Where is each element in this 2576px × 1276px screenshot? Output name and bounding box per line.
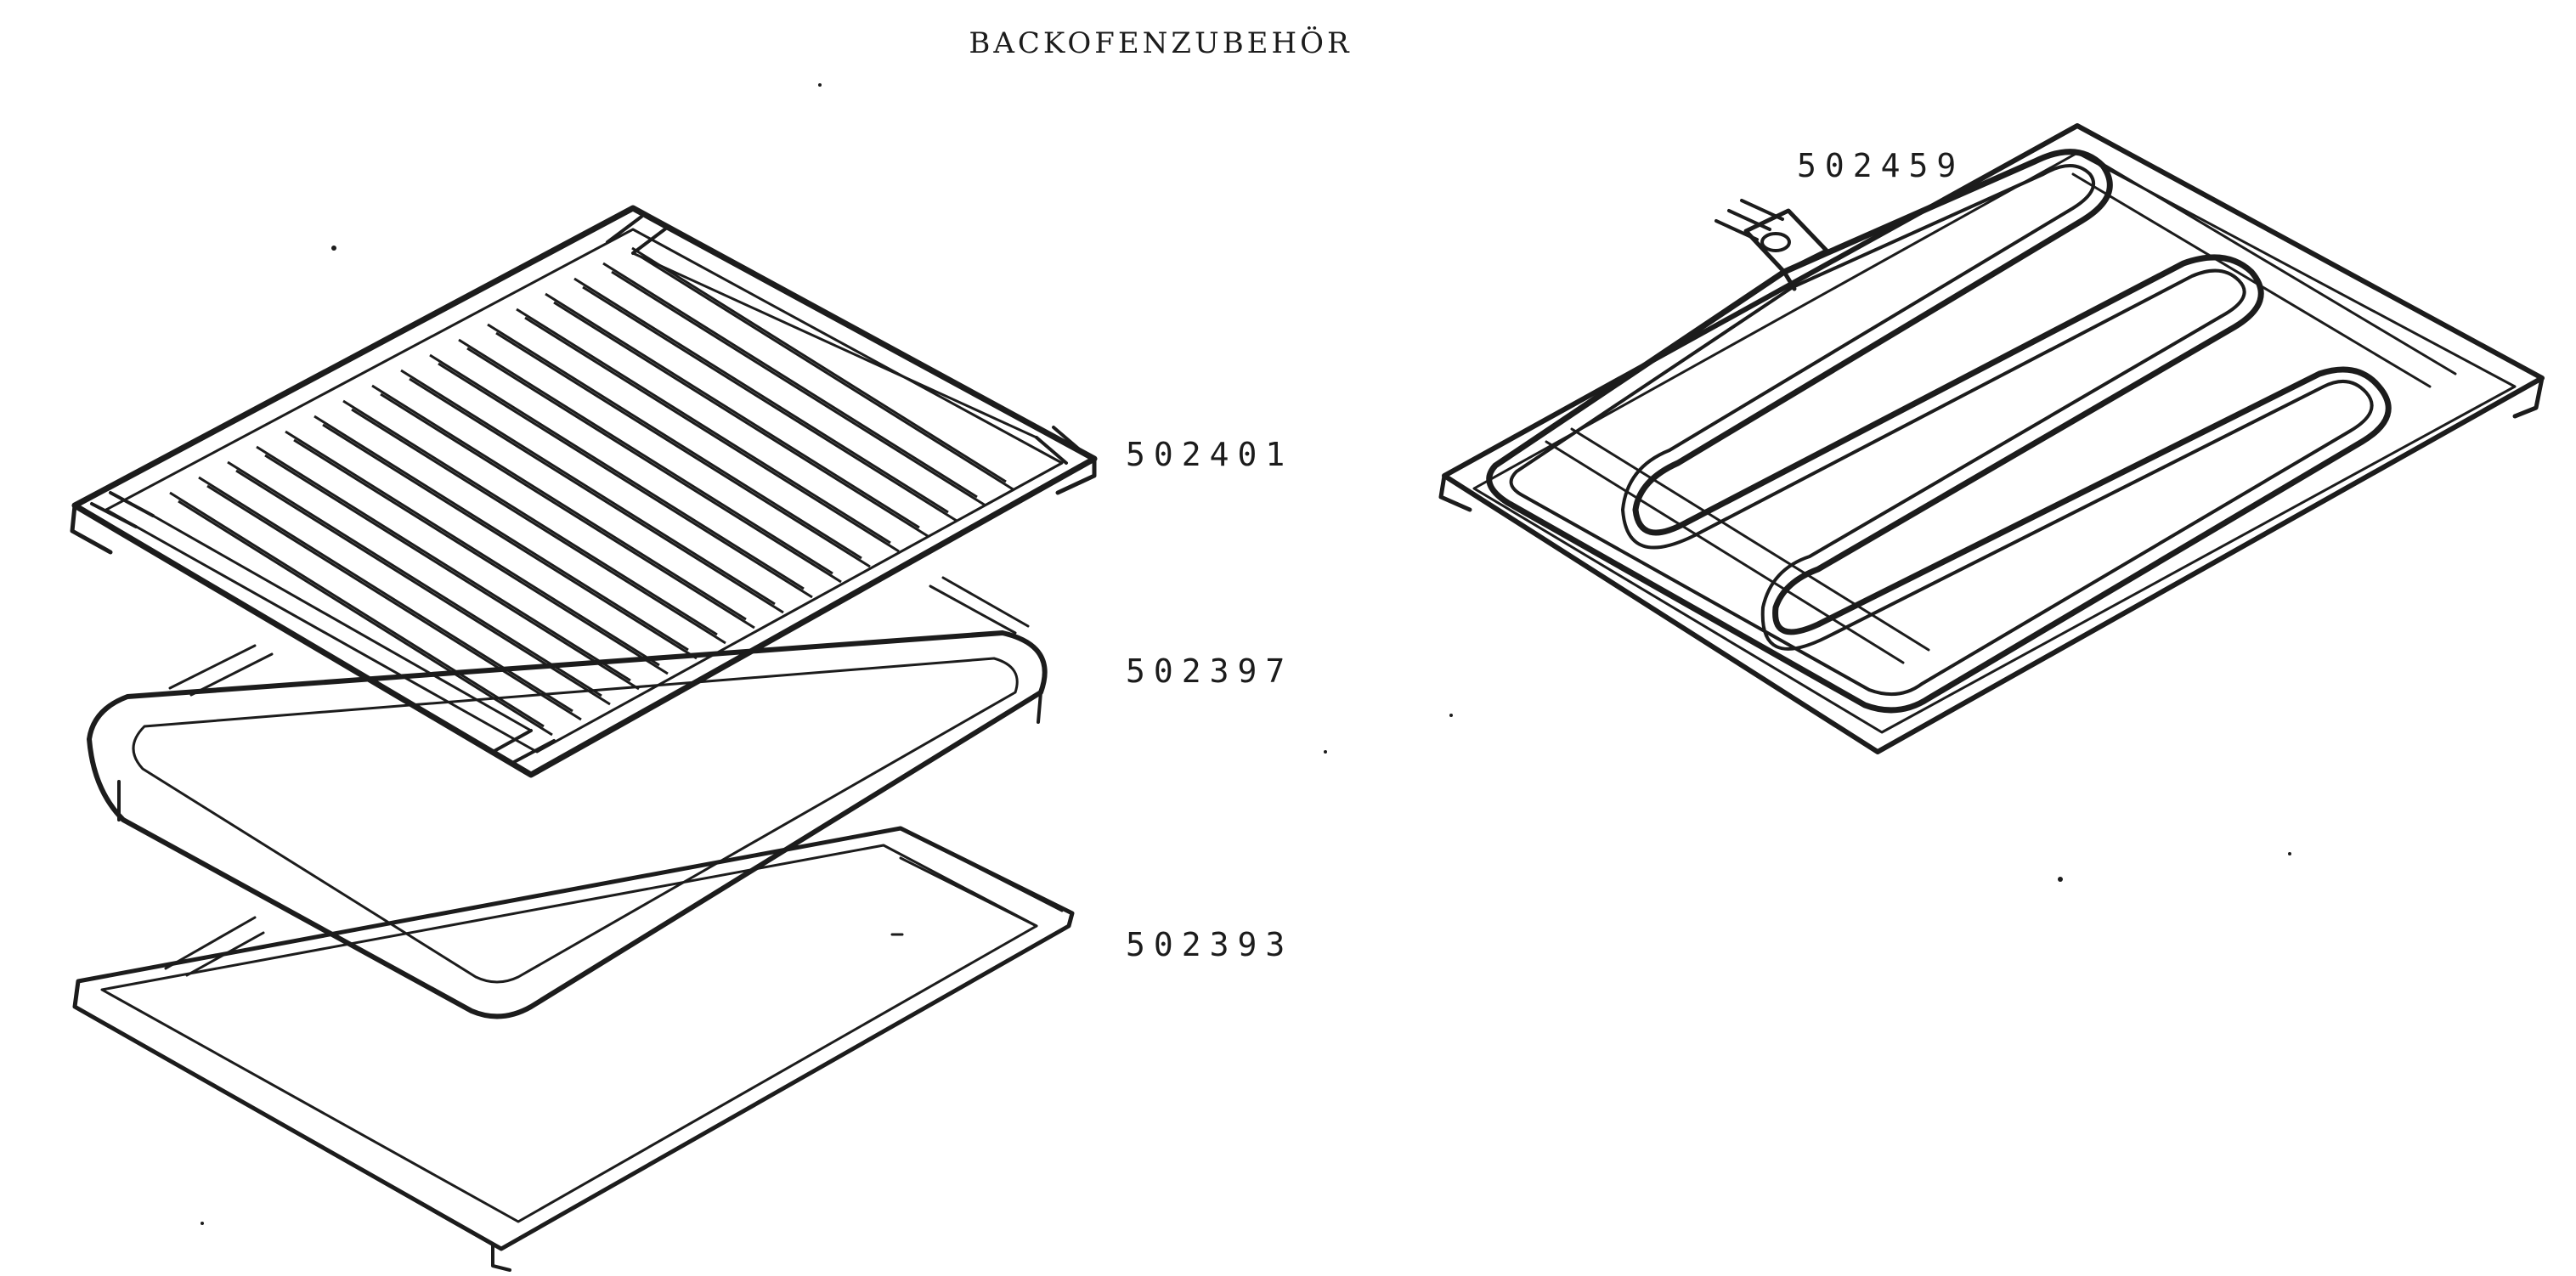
part-number-oven-rack: 502401: [1126, 436, 1293, 473]
part-number-heating-element: 502459: [1797, 147, 1964, 184]
part-number-flat-baking-sheet: 502393: [1126, 926, 1293, 963]
part-number-deep-baking-tray: 502397: [1126, 652, 1293, 690]
flat-baking-sheet-drawing: [72, 826, 1075, 1272]
oven-rack-drawing: [70, 205, 1098, 778]
heating-element-drawing: [1438, 123, 2545, 754]
deep-baking-tray-drawing: [87, 576, 1048, 1019]
diagram-title: BACKOFENZUBEHÖR: [969, 25, 1352, 60]
scan-specks: [201, 83, 2291, 1225]
